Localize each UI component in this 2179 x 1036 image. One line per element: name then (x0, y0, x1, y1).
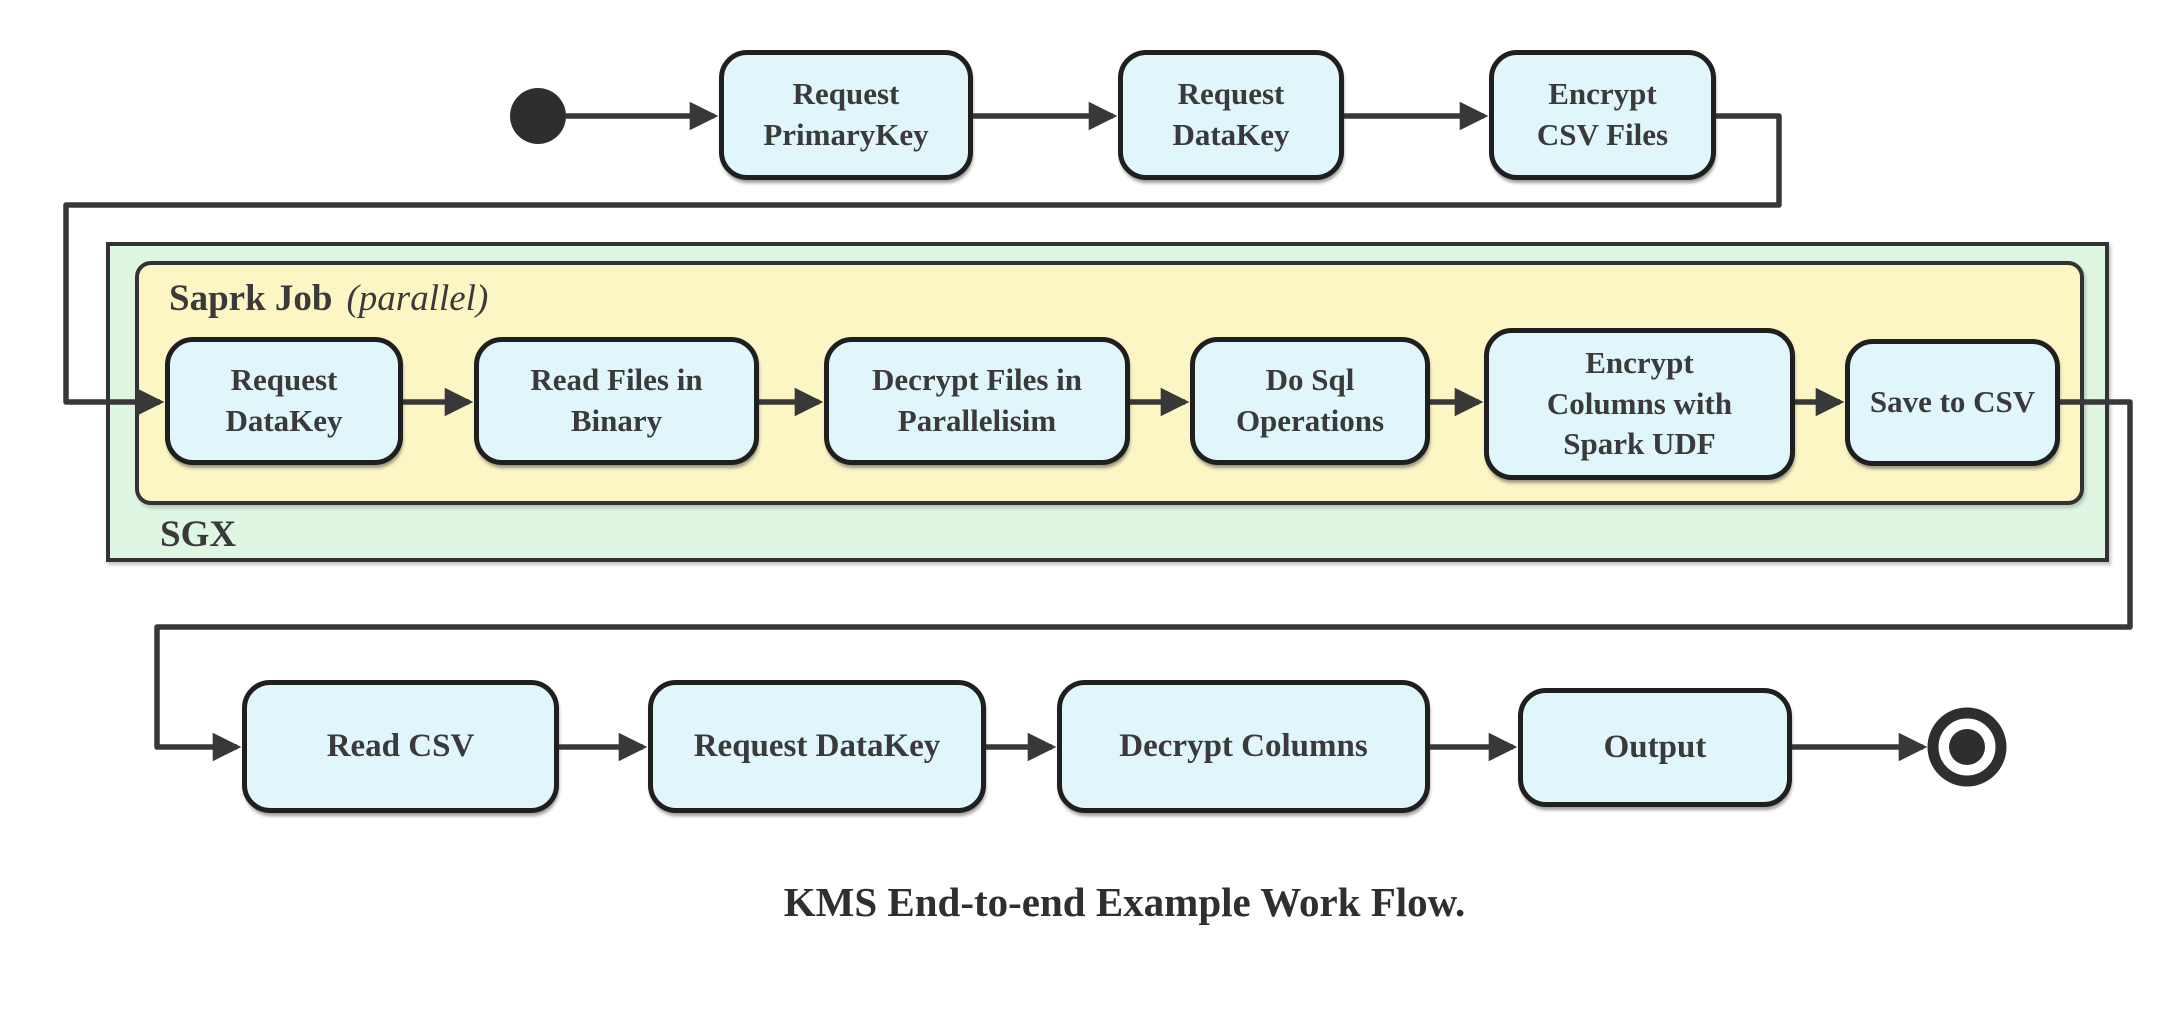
node-decrypt-columns: Decrypt Columns (1057, 680, 1430, 813)
start-node-icon (510, 88, 566, 144)
sgx-group-label: SGX (160, 514, 237, 555)
node-output: Output (1518, 688, 1792, 807)
spark-job-label-parallel: (parallel) (346, 278, 489, 319)
spark-job-group-label: Saprk Job (parallel) (169, 277, 488, 320)
end-node-icon (1927, 707, 2007, 787)
node-read-csv: Read CSV (242, 680, 559, 813)
node-request-datakey-bottom: Request DataKey (648, 680, 986, 813)
node-save-to-csv: Save to CSV (1845, 339, 2060, 466)
spark-job-label-bold: Saprk Job (169, 278, 333, 319)
diagram-caption: KMS End-to-end Example Work Flow. (783, 879, 1466, 925)
